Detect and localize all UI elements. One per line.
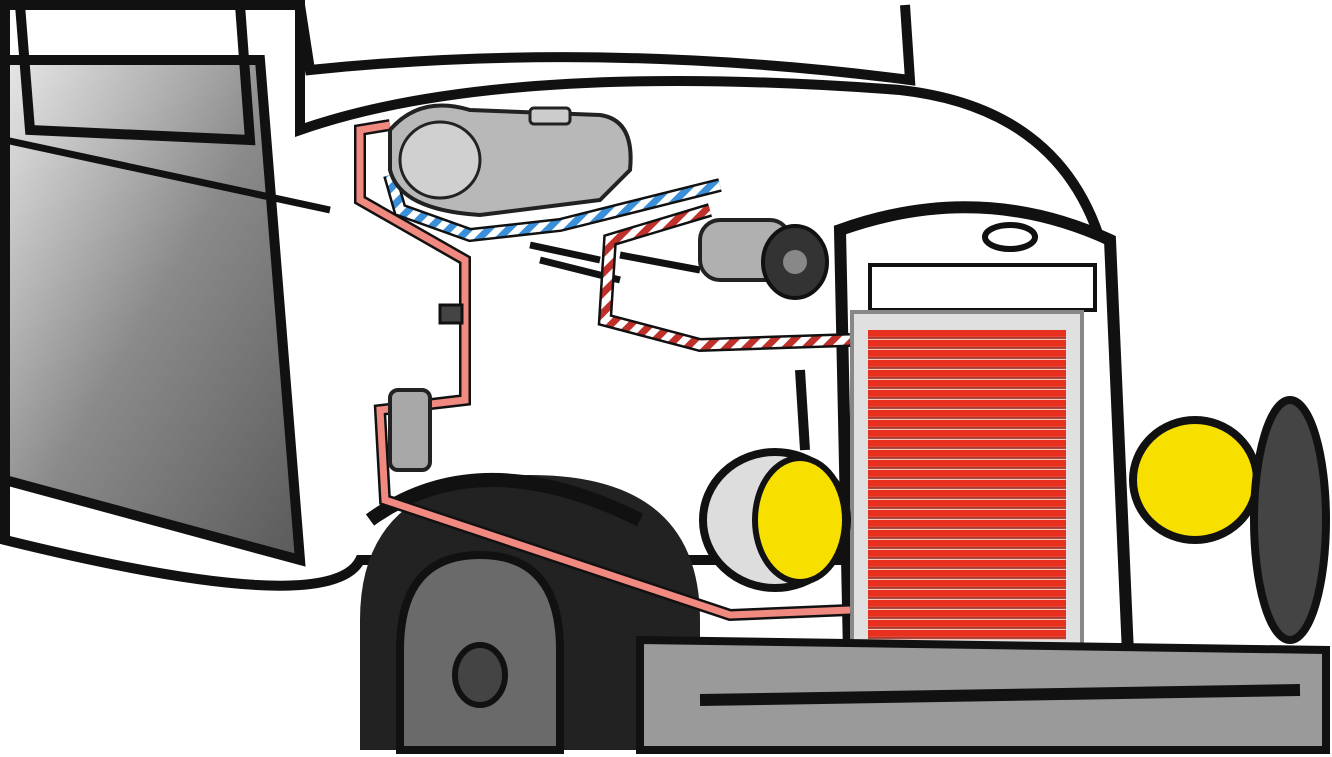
low-pressure-suction-line bbox=[385, 173, 722, 240]
high-pressure-liquid-line bbox=[356, 121, 851, 619]
refrigerant-lines bbox=[354, 119, 851, 622]
pressure-switch bbox=[438, 303, 464, 325]
receiver-drier bbox=[388, 388, 432, 472]
windshield bbox=[295, 4, 916, 86]
front-wheel bbox=[360, 473, 700, 754]
chassis bbox=[636, 635, 1330, 754]
headlight-right bbox=[1129, 396, 1330, 644]
evaporator bbox=[388, 103, 633, 218]
headlight-left bbox=[699, 369, 851, 592]
compressor bbox=[698, 218, 829, 300]
condenser bbox=[850, 310, 1084, 664]
door-window bbox=[15, 4, 256, 146]
high-pressure-discharge-line bbox=[600, 205, 851, 350]
